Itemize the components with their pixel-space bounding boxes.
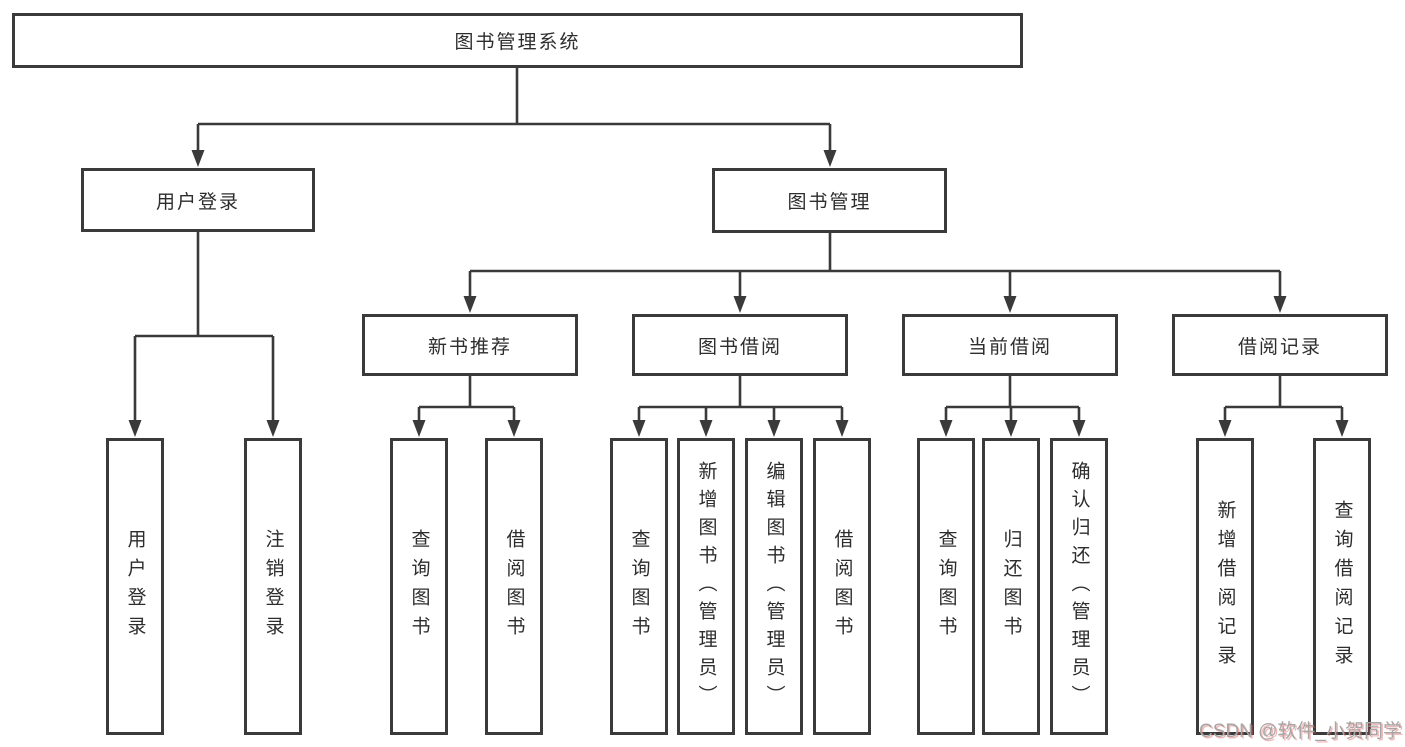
node-label: 查询借阅记录: [1331, 499, 1353, 674]
leaf-return-book: 归还图书: [982, 438, 1040, 735]
arrowhead-down: [939, 420, 1086, 437]
connector-book-management: [463, 233, 1287, 313]
node-book-management: 图书管理: [712, 168, 947, 233]
node-label: 借阅图书: [503, 528, 525, 645]
connector-borrowing-records: [1218, 376, 1349, 437]
connector: [196, 68, 832, 157]
leaf-confirm-return-admin: 确认归还（管理员）: [1050, 438, 1108, 735]
leaf-query-books-recommend: 查询图书: [390, 438, 448, 735]
node-label: 编辑图书（管理员）: [763, 460, 785, 713]
leaf-query-books-current: 查询图书: [917, 438, 975, 735]
connector: [944, 376, 1081, 427]
leaf-borrow-books-recommend: 借阅图书: [485, 438, 543, 735]
node-label: 注销登录: [262, 528, 284, 645]
leaf-add-book-admin: 新增图书（管理员）: [677, 438, 735, 735]
node-book-borrowing: 图书借阅: [632, 314, 848, 376]
leaf-borrow-books-borrow: 借阅图书: [813, 438, 871, 735]
leaf-query-borrow-record: 查询借阅记录: [1313, 438, 1371, 735]
leaf-logout: 注销登录: [244, 438, 302, 735]
node-current-borrowing: 当前借阅: [902, 314, 1118, 376]
node-label: 借阅图书: [831, 528, 853, 645]
node-library-management-system: 图书管理系统: [12, 13, 1023, 68]
arrowhead-down: [191, 150, 837, 167]
arrowhead-down: [463, 296, 1287, 313]
arrowhead-down: [1218, 420, 1349, 437]
connector-book-borrowing: [632, 376, 849, 437]
csdn-watermark: CSDN @软件_小贺同学: [1199, 721, 1402, 742]
connector: [468, 233, 1282, 303]
node-label: 用户登录: [124, 528, 146, 645]
connector: [417, 376, 516, 427]
leaf-user-login: 用户登录: [106, 438, 164, 735]
connector-current-borrowing: [939, 376, 1086, 437]
node-label: 图书管理: [787, 192, 872, 213]
node-label: 查询图书: [408, 528, 430, 645]
connector-new-book-recommend: [412, 376, 521, 437]
node-label: 查询图书: [935, 528, 957, 645]
node-label: 图书管理系统: [454, 32, 581, 53]
arrowhead-down: [632, 420, 849, 437]
leaf-add-borrow-record: 新增借阅记录: [1196, 438, 1254, 735]
node-label: 查询图书: [628, 528, 650, 645]
node-label: 确认归还（管理员）: [1068, 460, 1090, 713]
node-label: 新增图书（管理员）: [695, 460, 717, 713]
leaf-edit-book-admin: 编辑图书（管理员）: [745, 438, 803, 735]
connector-root: [191, 68, 837, 167]
connector: [133, 232, 275, 427]
node-label: 新增借阅记录: [1214, 499, 1236, 674]
node-label: 新书推荐: [427, 336, 512, 358]
node-label: 归还图书: [1000, 528, 1022, 645]
node-label: 用户登录: [155, 191, 240, 213]
leaf-query-books-borrow: 查询图书: [610, 438, 668, 735]
connector: [637, 376, 844, 427]
node-label: 借阅记录: [1237, 336, 1322, 358]
node-label: 当前借阅: [967, 336, 1052, 358]
node-user-login: 用户登录: [81, 168, 315, 232]
node-borrowing-records: 借阅记录: [1172, 314, 1388, 376]
node-label: 图书借阅: [697, 336, 782, 358]
connector: [1223, 376, 1344, 427]
arrowhead-down: [128, 420, 280, 437]
arrowhead-down: [412, 420, 521, 437]
node-new-book-recommend: 新书推荐: [362, 314, 578, 376]
connector-user-login: [128, 232, 280, 437]
